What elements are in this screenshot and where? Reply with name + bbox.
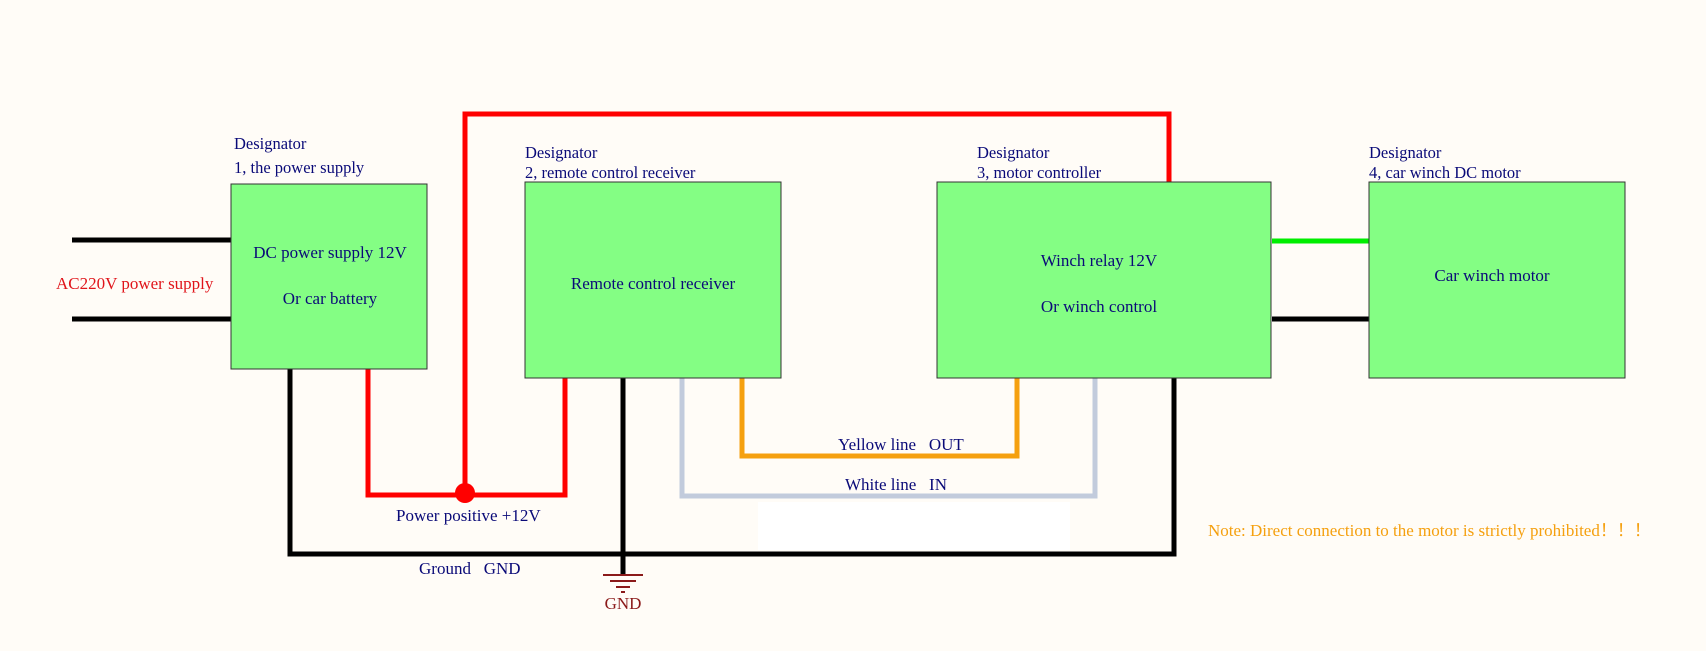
gnd-symbol-label: GND: [605, 594, 642, 613]
block-line-2: Or car battery: [283, 289, 378, 308]
designator-name: 1, the power supply: [234, 158, 365, 177]
block-motor-controller: Designator 3, motor controller Winch rel…: [936, 143, 1272, 379]
block-line-2: Or winch control: [1041, 297, 1157, 316]
yellow-line-wire: [739, 378, 1020, 459]
blank-area: [758, 502, 1070, 550]
winch-motor-box: [1368, 181, 1626, 379]
designator-label: Designator: [525, 143, 598, 162]
white-line-label: White line IN: [845, 475, 947, 494]
block-line-1: DC power supply 12V: [253, 243, 407, 262]
power-positive-label: Power positive +12V: [396, 506, 541, 525]
block-winch-motor: Designator 4, car winch DC motor Car win…: [1368, 143, 1626, 379]
wires: [72, 111, 1370, 575]
ground-wire: [287, 359, 1177, 557]
block-power-supply: Designator 1, the power supply DC power …: [230, 134, 428, 370]
block-line-1: Winch relay 12V: [1041, 251, 1158, 270]
controller-power-wire: [462, 111, 1172, 495]
designator-name: 4, car winch DC motor: [1369, 163, 1521, 182]
gnd-symbol-icon: [603, 574, 643, 593]
block-remote-receiver: Designator 2, remote control receiver Re…: [524, 143, 782, 379]
white-line-wire: [679, 378, 1098, 499]
ac-input-label: AC220V power supply: [56, 274, 214, 293]
designator-label: Designator: [977, 143, 1050, 162]
remote-receiver-box: [524, 181, 782, 379]
designator-name: 2, remote control receiver: [525, 163, 696, 182]
power-supply-box: [230, 183, 428, 370]
yellow-line-label: Yellow line OUT: [838, 435, 964, 454]
block-line-1: Remote control receiver: [571, 274, 736, 293]
power-junction-dot: [455, 483, 475, 503]
designator-label: Designator: [1369, 143, 1442, 162]
motor-controller-box: [936, 181, 1272, 379]
ground-label: Ground GND: [419, 559, 521, 578]
block-line-1: Car winch motor: [1434, 266, 1550, 285]
warning-note: Note: Direct connection to the motor is …: [1208, 521, 1651, 540]
designator-name: 3, motor controller: [977, 163, 1102, 182]
designator-label: Designator: [234, 134, 307, 153]
